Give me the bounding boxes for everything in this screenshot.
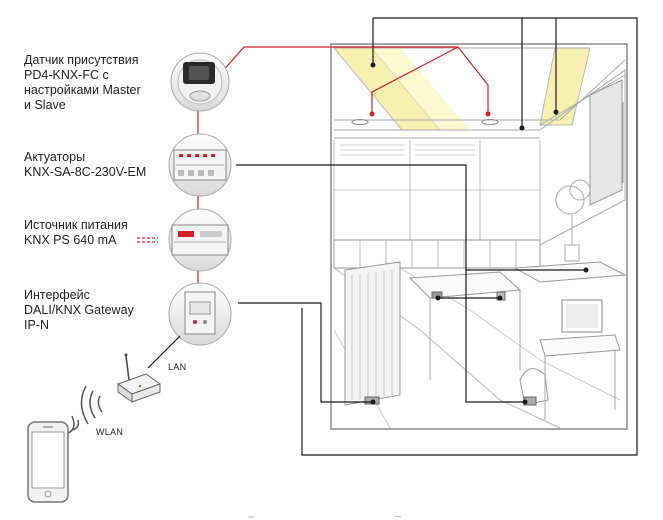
lan-label: LAN [168,362,187,372]
wlan-label: WLAN [96,427,124,437]
actuator-label: Актуаторы KNX-SA-8C-230V-EM [24,150,147,179]
gateway-label: Интерфейс DALI/KNX Gateway IP-N [24,288,134,332]
bottom-marks [248,515,402,518]
presence-sensor-label: Датчик присутствия PD4-KNX-FC с настройк… [24,53,141,112]
room-illustration [330,43,628,430]
room-frame [330,43,628,430]
gateway-icon [168,282,232,346]
dali-lines [236,17,638,456]
presence-sensor-icon [170,52,230,112]
power-supply-label: Источник питания KNX PS 640 mA [24,218,128,247]
power-supply-icon [168,208,232,272]
actuator-icon [168,133,232,197]
ceiling-sensors [369,111,491,117]
ceiling-light-right [539,47,591,126]
router-icon [116,353,162,403]
smartphone-icon [27,421,69,503]
wifi-waves-icon [65,385,103,435]
lan-cable [147,335,181,369]
